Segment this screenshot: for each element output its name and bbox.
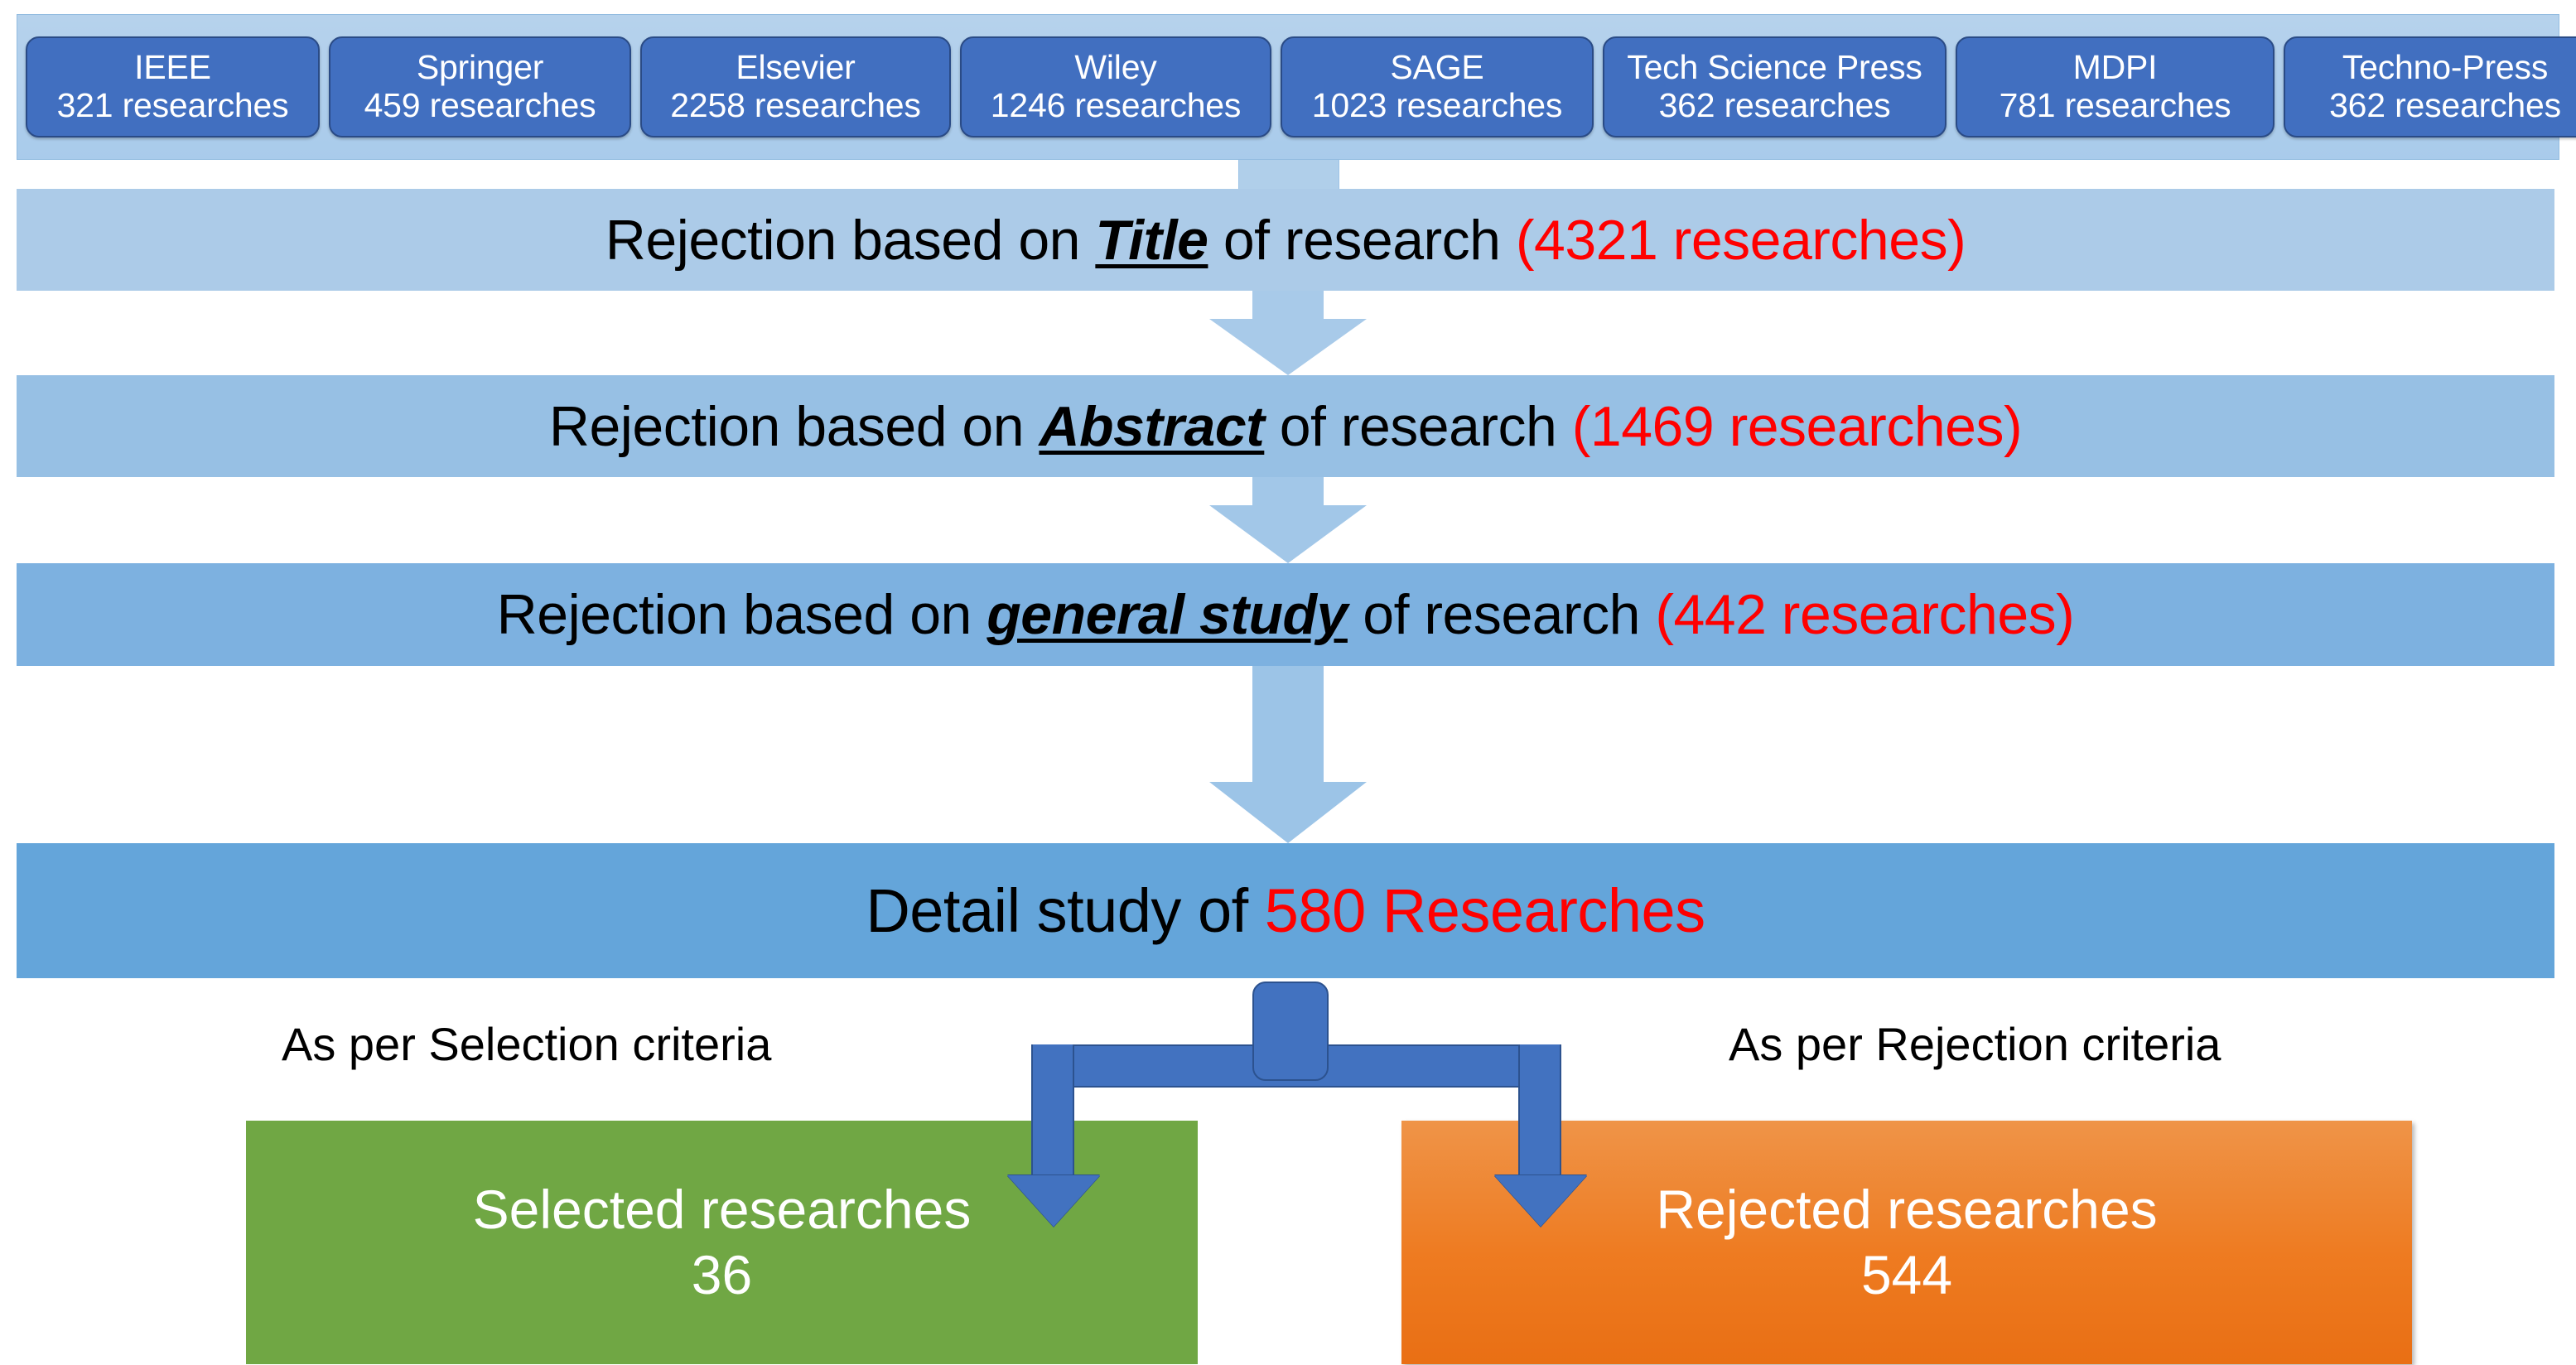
stage-count: (442 researches) [1655, 583, 2075, 646]
detail-study-label: Detail study of 580 Researches [866, 875, 1705, 946]
source-name: Techno-Press [2342, 48, 2549, 87]
stage-prefix: Rejection based on [496, 583, 987, 646]
down-arrow-icon-rejected [1494, 1175, 1587, 1227]
result-box-rejected[interactable]: Rejected researches 544 [1401, 1121, 2412, 1364]
source-count: 321 researches [56, 86, 289, 124]
source-count: 459 researches [364, 86, 596, 124]
result-count: 544 [1860, 1244, 1953, 1305]
stage-prefix: Rejection based on [605, 208, 1096, 272]
source-name: IEEE [134, 48, 211, 87]
source-box-sage[interactable]: SAGE 1023 researches [1281, 36, 1594, 137]
split-connector-left-leg [1031, 1044, 1074, 1177]
stage-suffix: of research [1347, 583, 1656, 646]
result-count: 36 [691, 1244, 753, 1305]
source-name: Springer [416, 48, 544, 87]
source-count: 1023 researches [1311, 86, 1563, 124]
down-arrow-icon-1-shaft [1238, 160, 1339, 191]
down-arrow-icon-selected [1007, 1175, 1100, 1227]
stage-keyword: Title [1095, 208, 1208, 272]
source-box-wiley[interactable]: Wiley 1246 researches [960, 36, 1271, 137]
stage-label: Rejection based on Abstract of research … [548, 394, 2023, 459]
down-arrow-icon-2-head [1209, 319, 1367, 375]
source-count: 2258 researches [670, 86, 921, 124]
down-arrow-icon-3-head [1209, 505, 1367, 563]
source-count: 1246 researches [990, 86, 1242, 124]
source-box-ieee[interactable]: IEEE 321 researches [26, 36, 320, 137]
stage-label: Rejection based on general study of rese… [497, 582, 2075, 647]
result-title: Selected researches [472, 1178, 972, 1240]
source-name: Elsevier [736, 48, 856, 87]
source-name: Wiley [1074, 48, 1157, 87]
source-count: 362 researches [2329, 86, 2561, 124]
stage-count: (1469 researches) [1571, 394, 2023, 458]
source-box-techno-press[interactable]: Techno-Press 362 researches [2284, 36, 2576, 137]
stage-label: Rejection based on Title of research (43… [605, 208, 1966, 273]
stage-suffix: of research [1208, 208, 1516, 272]
selection-criteria-label: As per Selection criteria [282, 1018, 772, 1070]
source-databases-strip: IEEE 321 researches Springer 459 researc… [17, 14, 2576, 160]
stage-band-detail-study: Detail study of 580 Researches [17, 843, 2554, 978]
rejection-criteria-label: As per Rejection criteria [1729, 1018, 2221, 1070]
down-arrow-icon-4-head [1209, 782, 1367, 843]
source-count: 781 researches [1999, 86, 2231, 124]
source-box-mdpi[interactable]: MDPI 781 researches [1956, 36, 2275, 137]
stage-keyword: general study [987, 583, 1348, 646]
stage-suffix: of research [1264, 394, 1572, 458]
detail-count: 580 Researches [1264, 876, 1705, 945]
stage-count: (4321 researches) [1515, 208, 1966, 272]
down-arrow-icon-2-shaft [1252, 291, 1324, 319]
stage-prefix: Rejection based on [548, 394, 1040, 458]
source-box-tech-science-press[interactable]: Tech Science Press 362 researches [1603, 36, 1946, 137]
source-box-elsevier[interactable]: Elsevier 2258 researches [640, 36, 951, 137]
detail-prefix: Detail study of [866, 876, 1265, 945]
split-connector-hub [1252, 982, 1329, 1081]
stage-band-title-rejection: Rejection based on Title of research (43… [17, 189, 2554, 291]
source-count: 362 researches [1658, 86, 1891, 124]
split-connector-right-leg [1518, 1044, 1561, 1177]
stage-band-general-study-rejection: Rejection based on general study of rese… [17, 563, 2554, 666]
result-title: Rejected researches [1656, 1178, 2158, 1240]
stage-keyword: Abstract [1039, 394, 1265, 458]
stage-band-abstract-rejection: Rejection based on Abstract of research … [17, 375, 2554, 477]
down-arrow-icon-3-shaft [1252, 477, 1324, 505]
source-name: MDPI [2072, 48, 2158, 87]
source-name: SAGE [1390, 48, 1484, 87]
source-name: Tech Science Press [1627, 48, 1922, 87]
down-arrow-icon-4-shaft [1252, 666, 1324, 782]
source-box-springer[interactable]: Springer 459 researches [329, 36, 631, 137]
